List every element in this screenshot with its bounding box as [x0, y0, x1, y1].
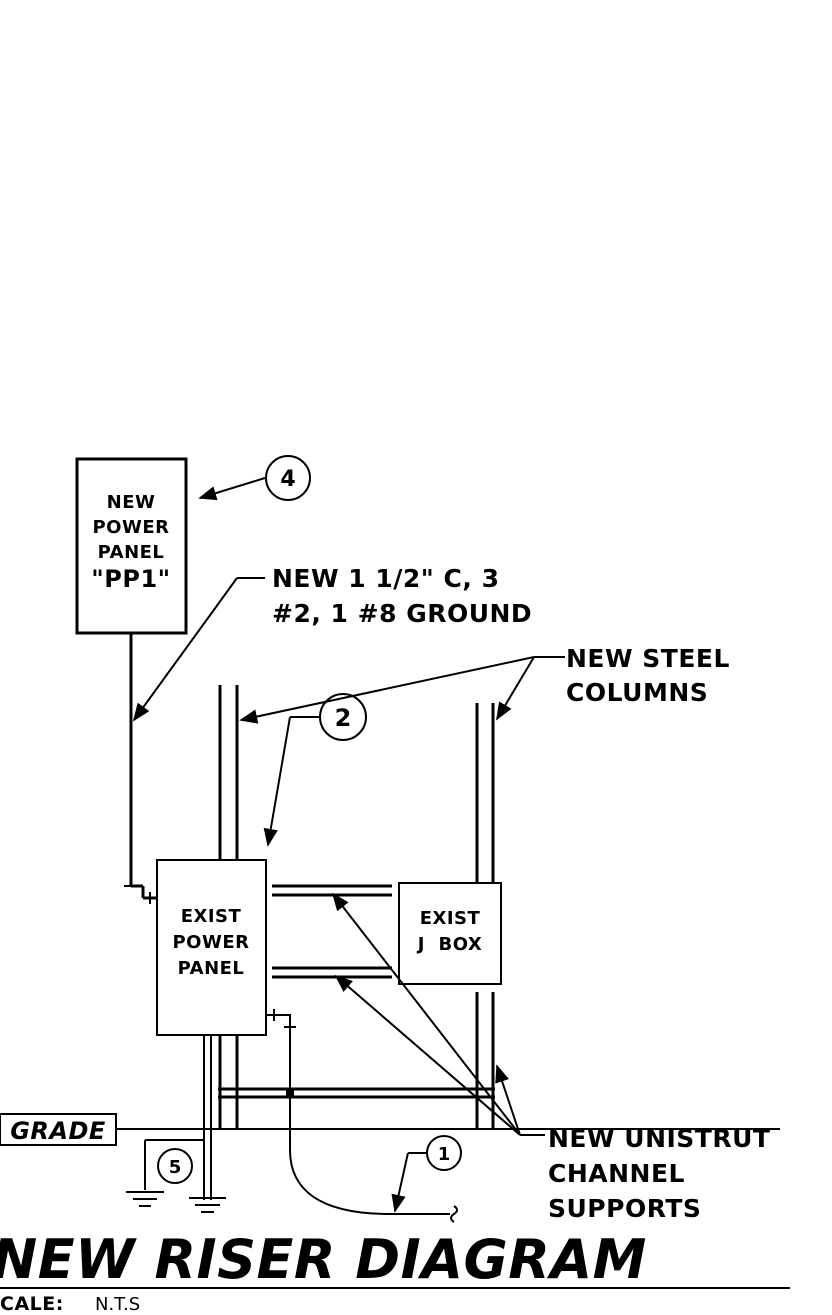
grade-label-box — [0, 1113, 117, 1146]
callout-2-circle — [319, 693, 367, 741]
callout-5-circle — [157, 1148, 193, 1184]
unistrut-middle — [272, 966, 392, 979]
callout-1: 1 — [438, 1144, 451, 1165]
note-unistrut-line2: CHANNEL — [548, 1159, 685, 1188]
grade-label: GRADE — [10, 1117, 106, 1145]
callout-5: 5 — [169, 1157, 182, 1178]
new-panel-line1: NEW — [107, 492, 156, 513]
callout-4: 4 — [280, 467, 295, 492]
exist-panel-line1: EXIST — [181, 906, 242, 927]
ground-symbol-right — [189, 1197, 226, 1213]
new-panel-line3: PANEL — [98, 542, 165, 563]
ground-symbol-left — [126, 1191, 164, 1207]
note-conduit-line2: #2, 1 #8 GROUND — [272, 599, 532, 628]
callout-4-circle — [265, 455, 311, 501]
diagram-title: NEW RISER DIAGRAM — [0, 1228, 647, 1291]
new-panel-line4: "PP1" — [91, 565, 170, 593]
callout-1-circle — [426, 1135, 462, 1171]
steel-column-left — [218, 685, 239, 1128]
jbox-line2: J BOX — [416, 934, 483, 955]
new-panel-line2: POWER — [92, 517, 169, 538]
note-conduit-line1: NEW 1 1/2" C, 3 — [272, 564, 499, 593]
callout-2: 2 — [335, 704, 352, 732]
exist-jbox — [398, 882, 502, 985]
unistrut-upper — [272, 884, 392, 897]
note-unistrut-line3: SUPPORTS — [548, 1194, 701, 1223]
exist-panel-line3: PANEL — [178, 958, 245, 979]
note-unistrut-line1: NEW UNISTRUT — [548, 1124, 770, 1153]
scale-value: N.T.S — [95, 1294, 140, 1315]
jbox-line1: EXIST — [420, 908, 481, 929]
unistrut-lower — [218, 1087, 495, 1099]
note-columns-line2: COLUMNS — [566, 678, 708, 707]
exist-panel-line2: POWER — [172, 932, 249, 953]
scale-label: CALE: — [0, 1293, 64, 1315]
note-columns-line1: NEW STEEL — [566, 644, 730, 673]
steel-column-right — [475, 703, 495, 1128]
